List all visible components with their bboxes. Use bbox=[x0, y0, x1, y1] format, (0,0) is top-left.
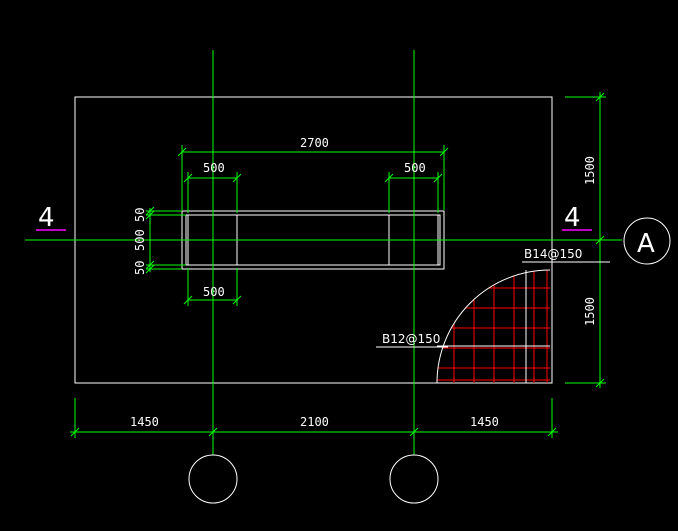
dim-right-upper: 1500 bbox=[583, 156, 597, 185]
rebar-label-lower: B12@150 bbox=[382, 332, 440, 346]
dim-bottom-mid: 2100 bbox=[300, 415, 329, 429]
dim-left-bottom-gap: 50 bbox=[133, 261, 147, 275]
column-axis-bubble-icon bbox=[188, 454, 238, 504]
rebar-label-upper: B14@150 bbox=[524, 247, 582, 261]
section-mark-left: 4 bbox=[38, 203, 55, 233]
dimension-bottom bbox=[70, 398, 558, 438]
dimension-top bbox=[177, 145, 449, 306]
axis-bubble-a-label: A bbox=[637, 229, 655, 259]
dim-top-right-col: 500 bbox=[404, 161, 426, 175]
dim-top-left-col: 500 bbox=[203, 161, 225, 175]
dim-left-top-gap: 50 bbox=[133, 208, 147, 222]
dim-top-overall: 2700 bbox=[300, 136, 329, 150]
dimension-left bbox=[145, 206, 186, 274]
dim-left-mid: 500 bbox=[133, 229, 147, 251]
dimension-right bbox=[565, 92, 606, 388]
dim-bottom-left: 1450 bbox=[130, 415, 159, 429]
dim-right-lower: 1500 bbox=[583, 297, 597, 326]
dim-bottom-left-col: 500 bbox=[203, 285, 225, 299]
axis-bubble-a-icon bbox=[623, 217, 671, 265]
dim-bottom-right: 1450 bbox=[470, 415, 499, 429]
section-mark-right: 4 bbox=[564, 203, 581, 233]
column-axis-bubble-icon bbox=[389, 454, 439, 504]
rebar-detail bbox=[376, 261, 610, 384]
